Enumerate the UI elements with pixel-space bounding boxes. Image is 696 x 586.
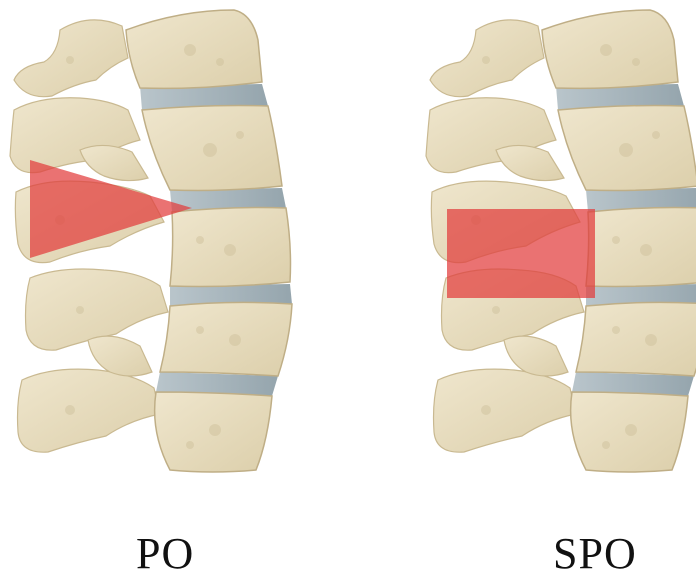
spo-label: SPO <box>553 532 637 576</box>
spo-panel <box>426 10 696 472</box>
po-panel <box>10 10 292 472</box>
spo-rectangle-resection <box>447 209 595 298</box>
po-label: PO <box>136 532 194 576</box>
